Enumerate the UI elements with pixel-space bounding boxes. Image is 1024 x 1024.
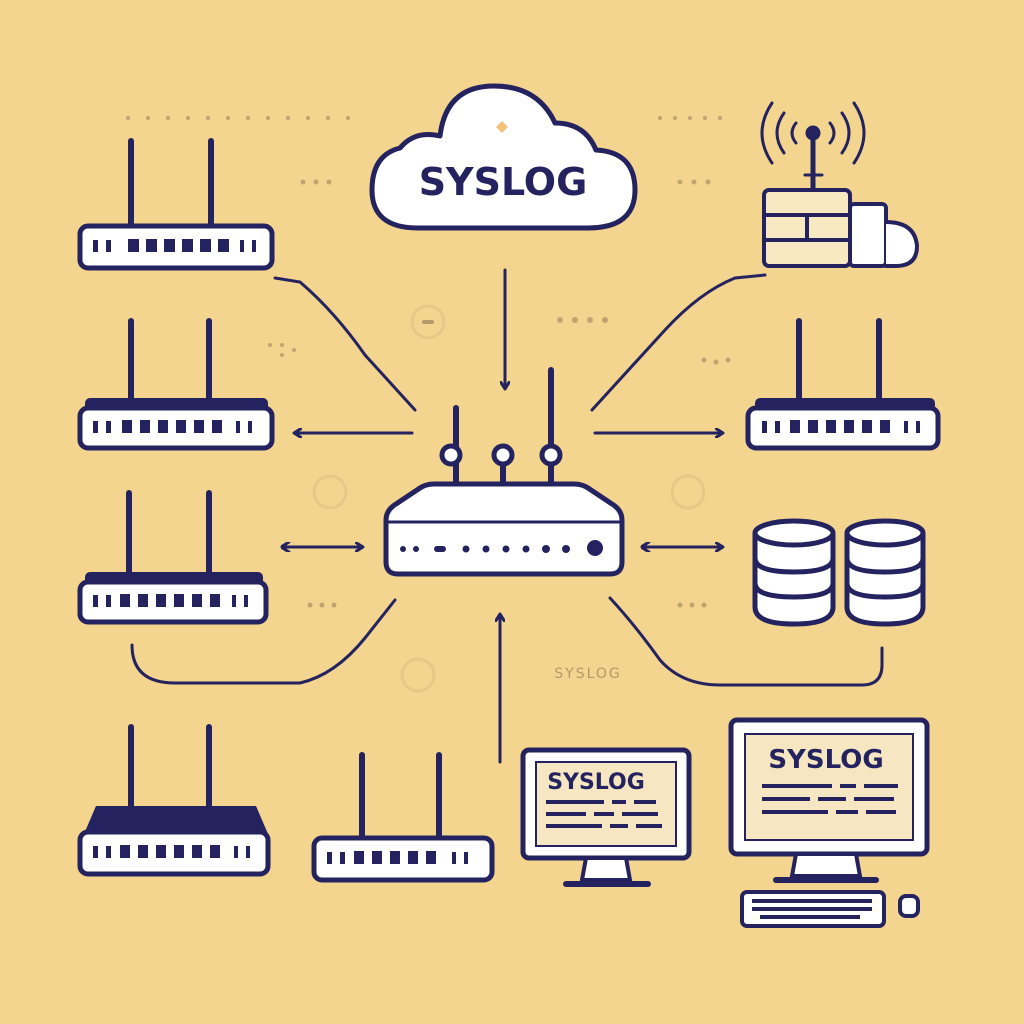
database-icon: [844, 533, 926, 627]
signal-icon: [760, 101, 866, 165]
monitor-large: SYSLOG: [728, 717, 930, 928]
database-icon: [752, 533, 836, 627]
keyboard-icon: [740, 890, 886, 928]
router-3: [77, 490, 269, 625]
router-1: [77, 138, 275, 271]
router-icon: [77, 579, 269, 625]
router-icon: [77, 223, 275, 271]
router-2: [77, 318, 275, 451]
wireless-tower: [760, 101, 920, 268]
cloud-label: SYSLOG: [419, 160, 588, 204]
monitor-large-label: SYSLOG: [768, 745, 883, 775]
router-icon: [311, 835, 495, 883]
mouse-icon: [898, 894, 920, 918]
monitor-small-label: SYSLOG: [547, 770, 645, 795]
line-router3-to-hub: [130, 598, 397, 685]
central-hub-router: [383, 367, 625, 577]
line-router1-to-hub: [273, 276, 417, 412]
router-icon: [745, 405, 941, 451]
decorations: [126, 116, 731, 608]
faint-circles: [312, 304, 706, 693]
database-left: [752, 518, 836, 627]
connections: [130, 268, 884, 764]
line-databases-to-hub: [608, 596, 884, 687]
cloud-icon: [369, 83, 638, 231]
router-5: [311, 752, 495, 883]
cloud-dot-icon: [496, 121, 508, 133]
router-4: [77, 724, 271, 877]
syslog-cloud: SYSLOG: [369, 83, 638, 231]
faint-mid-label: SYSLOG: [554, 666, 622, 682]
database-right: [844, 518, 926, 627]
wireless-tower-icon: [762, 188, 920, 268]
monitor-small: SYSLOG: [520, 747, 692, 887]
router-icon: [383, 481, 625, 577]
line-tower-to-hub: [590, 273, 767, 412]
router-6: [745, 318, 941, 451]
